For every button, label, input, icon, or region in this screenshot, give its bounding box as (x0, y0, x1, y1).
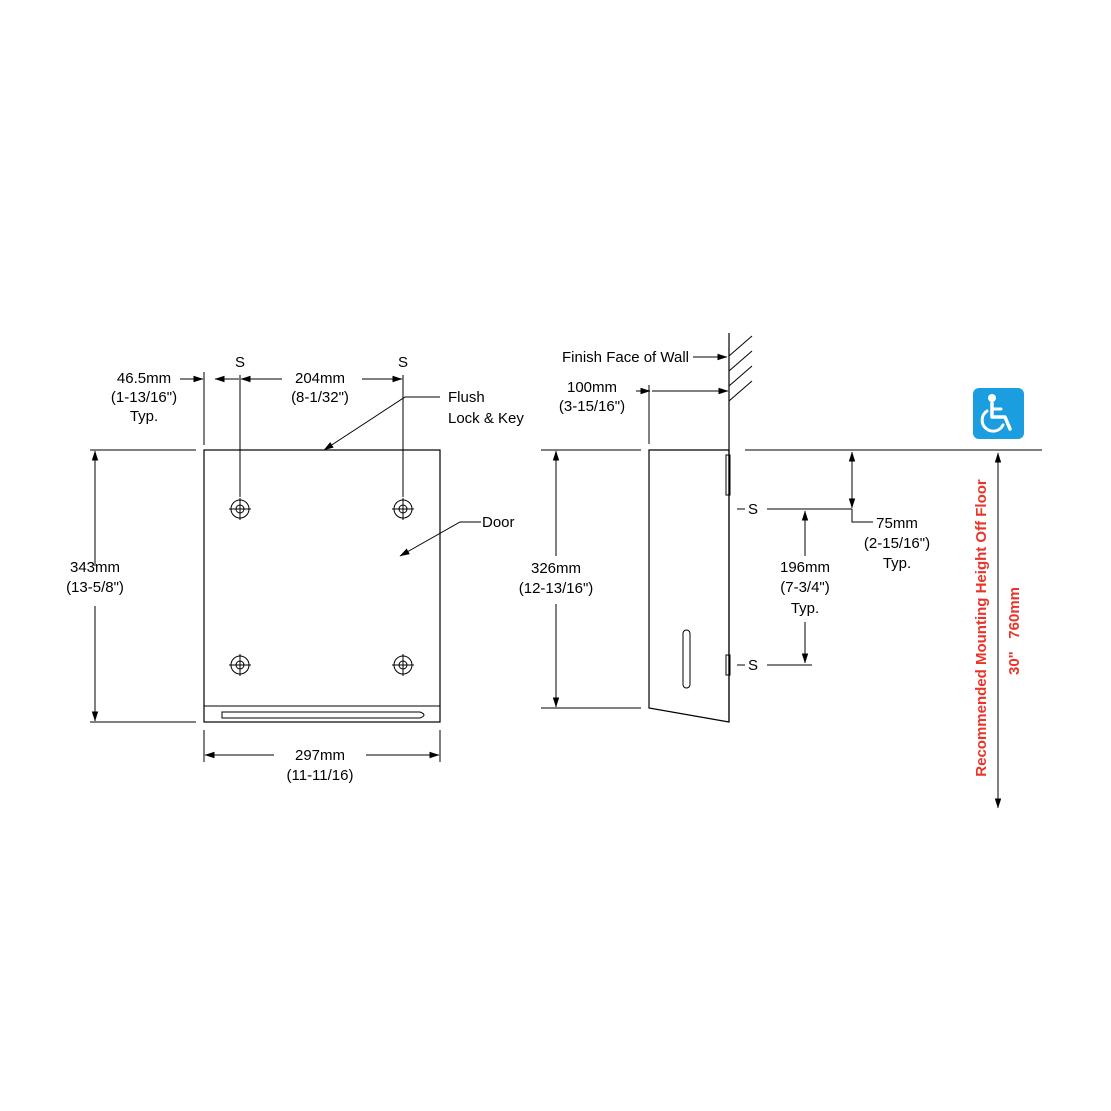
door-label: Door (482, 514, 515, 531)
front-height-in: (13-5/8") (66, 579, 124, 596)
cabinet-side-outline (648, 449, 730, 723)
screw-marker (392, 654, 414, 676)
screw-label-right: S (398, 354, 408, 371)
screw-vspacing-typ: Typ. (791, 600, 819, 617)
cabinet-front-outline (203, 449, 441, 723)
side-screw-top: S (748, 501, 758, 518)
flush-lock-label-2: Lock & Key (448, 410, 524, 427)
side-height-mm: 326mm (531, 560, 581, 577)
edge-dim-mm: 46.5mm (117, 370, 171, 387)
wall-hatch (728, 335, 753, 402)
refill-window-slot (682, 629, 691, 689)
front-height-mm: 343mm (70, 559, 120, 576)
side-screw-bottom: S (748, 657, 758, 674)
side-depth-mm: 100mm (567, 379, 617, 396)
side-height-in: (12-13/16") (519, 580, 594, 597)
edge-dim-typ: Typ. (130, 408, 158, 425)
top-offset-in: (2-15/16") (864, 535, 930, 552)
side-depth-in: (3-15/16") (559, 398, 625, 415)
screw-spacing-in: (8-1/32") (291, 389, 349, 406)
top-offset-typ: Typ. (883, 555, 911, 572)
front-width-mm: 297mm (295, 747, 345, 764)
top-offset-mm: 75mm (876, 515, 918, 532)
screw-vspacing-in: (7-3/4") (780, 579, 830, 596)
screw-label-left: S (235, 354, 245, 371)
front-view: S S 46.5mm (1-13/16") Typ. 204mm (8-1/32… (66, 354, 524, 784)
screw-marker (229, 654, 251, 676)
screw-vspacing-mm: 196mm (780, 559, 830, 576)
finish-face-label: Finish Face of Wall (562, 349, 689, 366)
mounting-height-value: 30" 760mm (1006, 587, 1023, 675)
front-width-in: (11-11/16) (287, 767, 354, 784)
dispenser-tear-bar (221, 711, 425, 719)
screw-marker (392, 498, 414, 520)
wheelchair-icon (973, 388, 1024, 439)
edge-dim-in: (1-13/16") (111, 389, 177, 406)
flush-lock-label-1: Flush (448, 389, 485, 406)
side-view: Finish Face of Wall 100mm (3-15/16") 326… (519, 333, 1042, 723)
mounting-height-label: Recommended Mounting Height Off Floor (973, 479, 990, 777)
screw-spacing-mm: 204mm (295, 370, 345, 387)
screw-marker (229, 498, 251, 520)
